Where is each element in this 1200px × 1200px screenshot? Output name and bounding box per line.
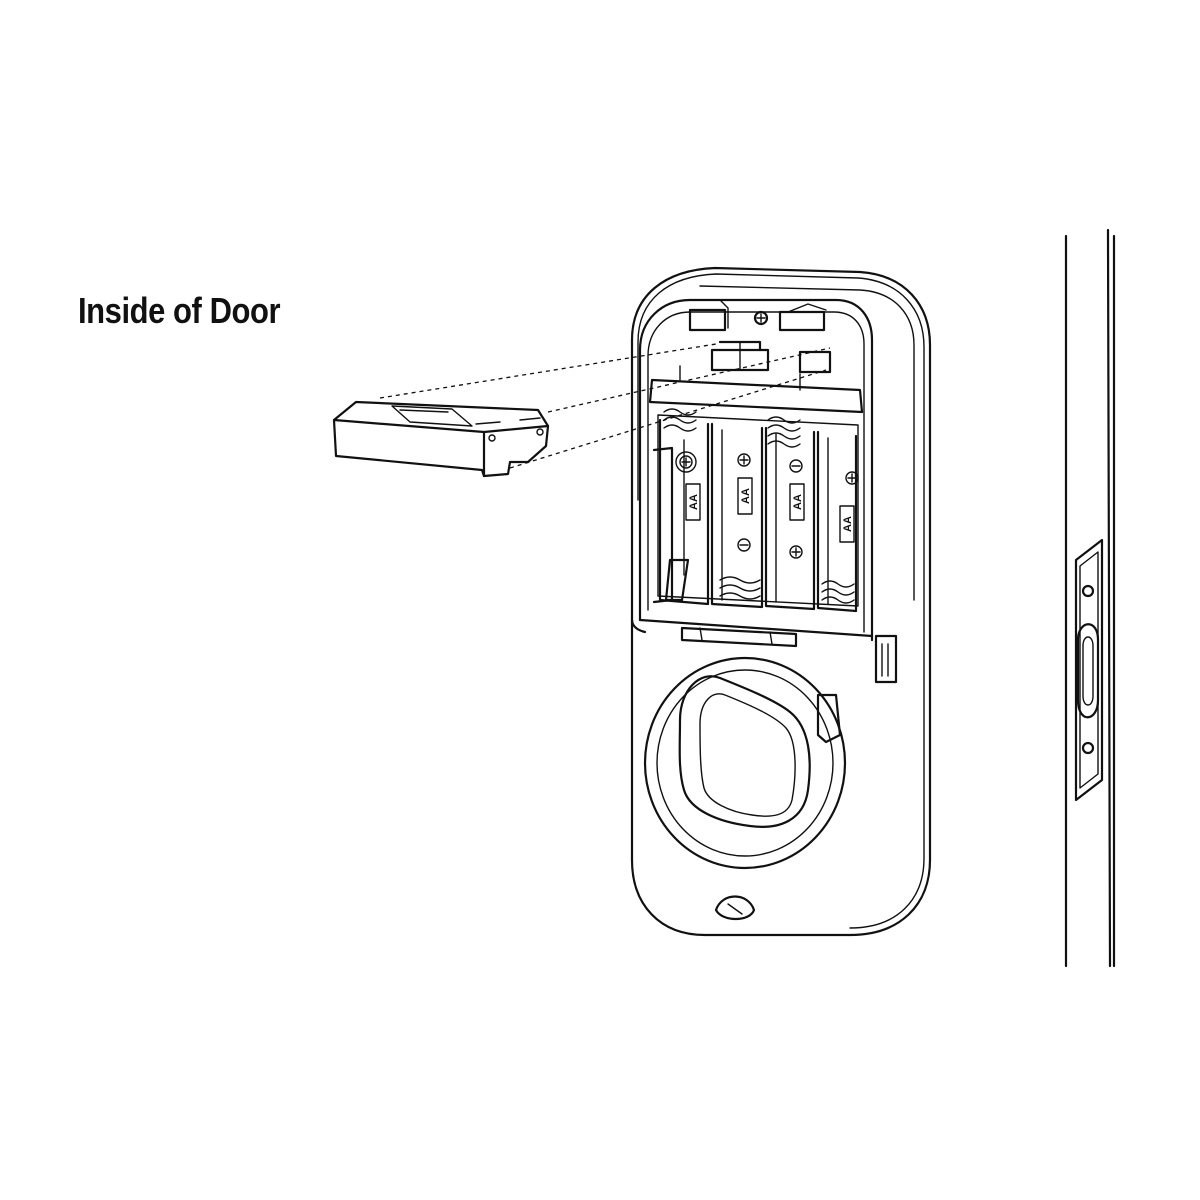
radio-module — [332, 400, 550, 478]
insertion-guide-lines — [379, 343, 831, 469]
battery-slots: AA AA AA AA — [658, 408, 859, 613]
thumb-turn — [643, 656, 847, 870]
battery-label-1: AA — [688, 494, 700, 510]
battery-aa-labels: AA AA AA AA — [685, 477, 855, 543]
door-edge — [1064, 228, 1116, 968]
diagram-title: Inside of Door — [78, 290, 281, 331]
battery-label-3: AA — [792, 494, 804, 510]
polarity-marks — [679, 453, 859, 559]
battery-label-4: AA — [842, 516, 854, 532]
lock-body: AA AA AA AA — [630, 266, 932, 937]
battery-label-2: AA — [740, 488, 752, 504]
strike-plate — [1074, 538, 1104, 802]
